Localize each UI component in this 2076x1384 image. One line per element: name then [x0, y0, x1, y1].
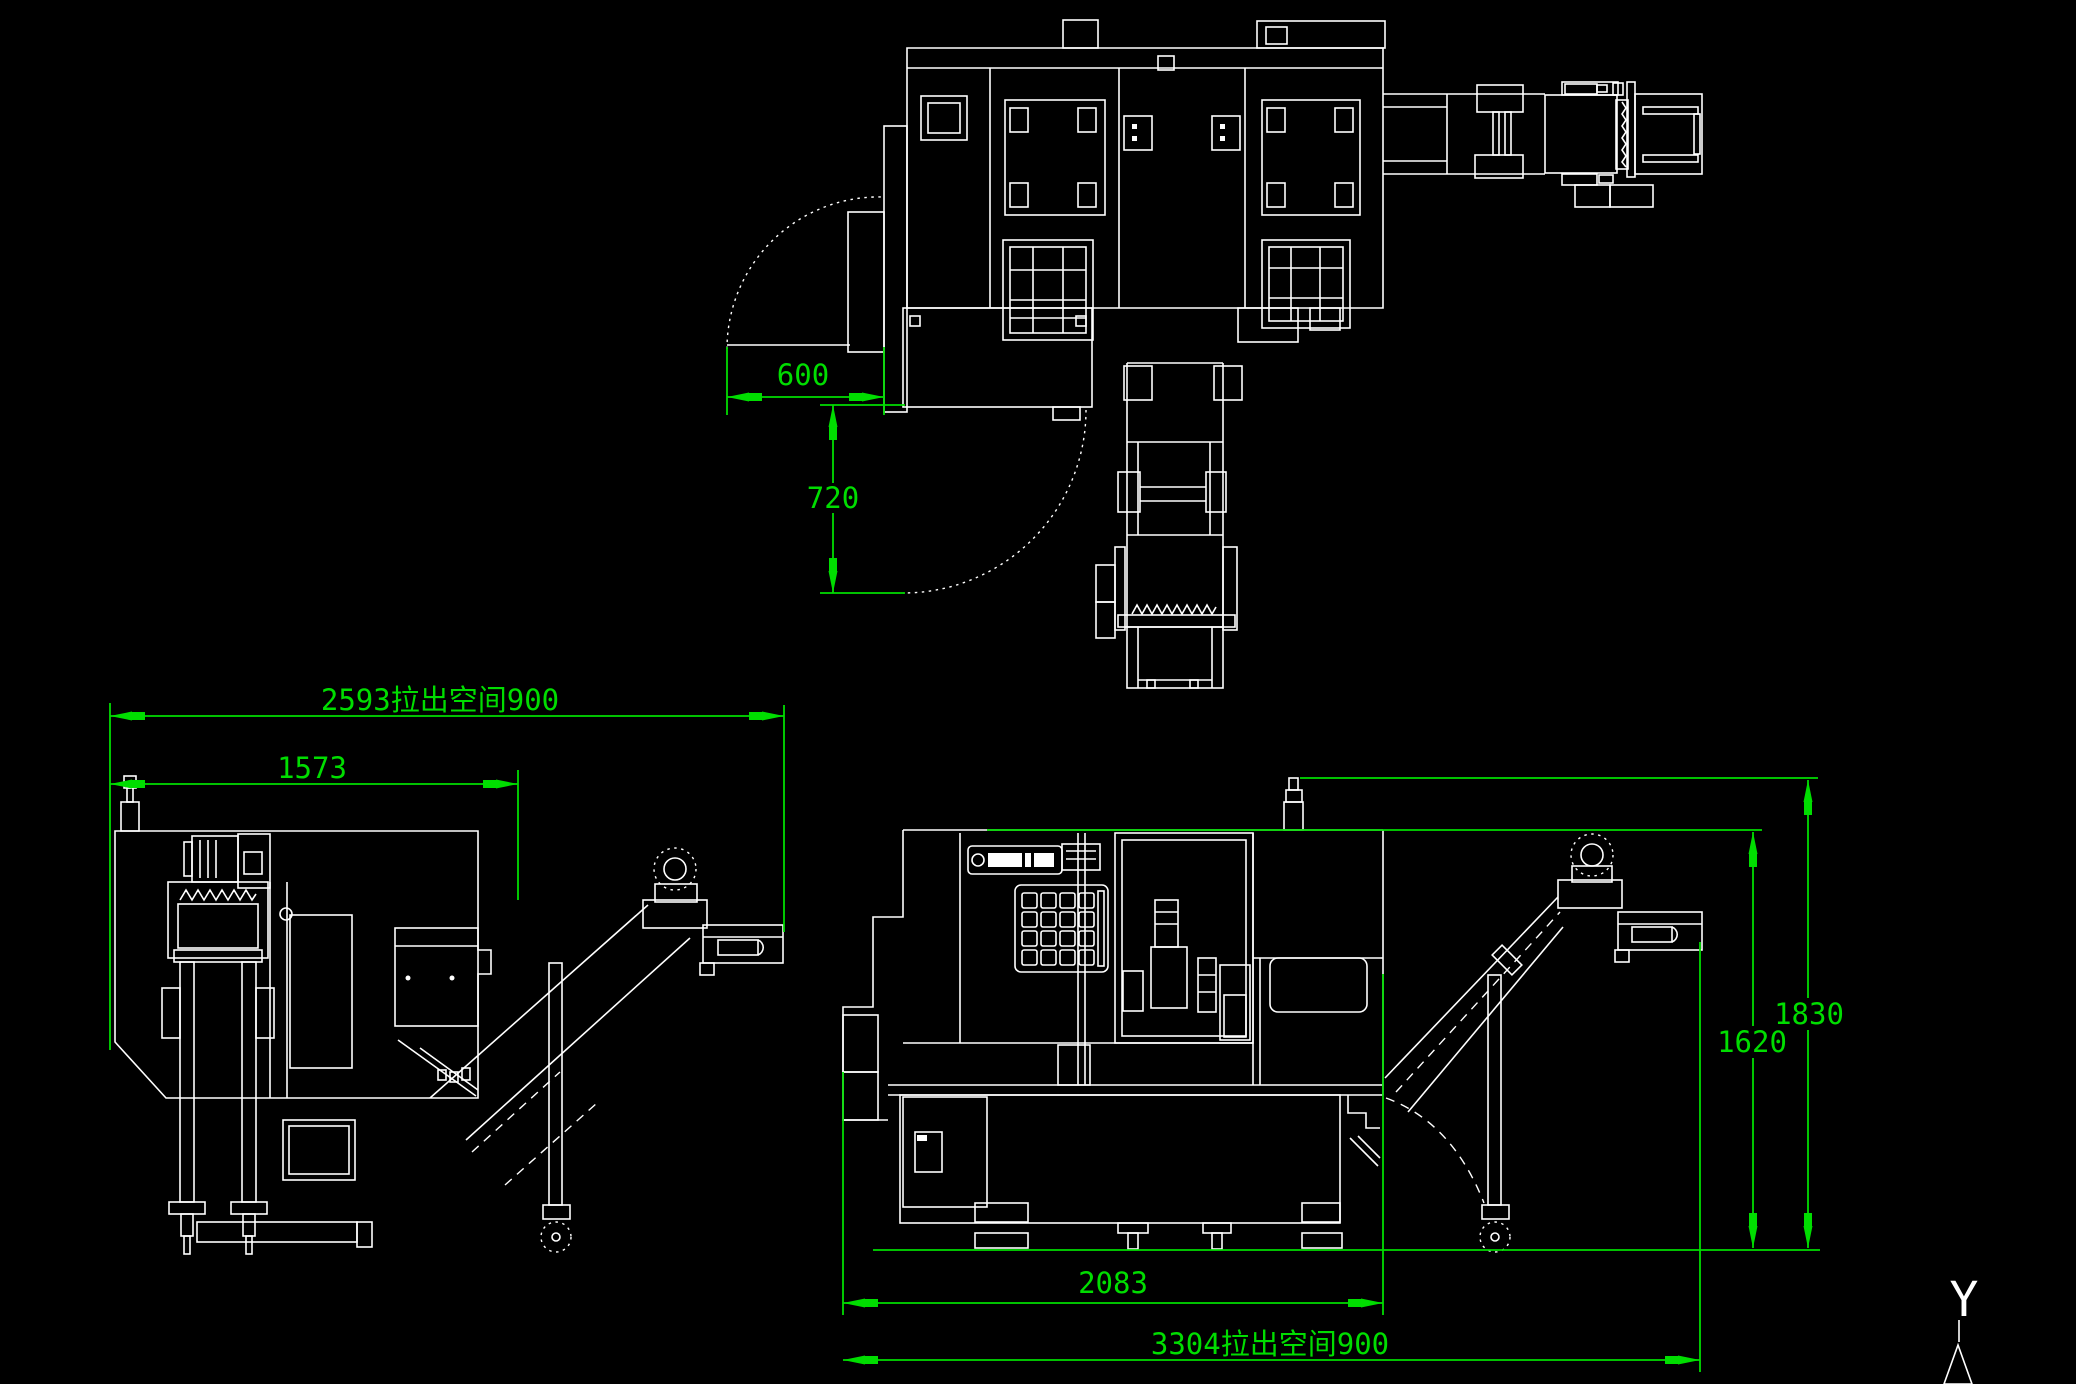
door-swing-arc-600	[726, 196, 885, 350]
y-axis-label: Y	[1950, 1272, 1979, 1328]
plan-view: 600 720	[726, 19, 1703, 689]
discharge-spout	[1617, 911, 1703, 951]
brand-logo-plate	[967, 843, 1101, 875]
plan-chip-conveyor	[1095, 362, 1238, 689]
front-view: 2083 3304拉出空间900 1620 1830	[842, 777, 1844, 1372]
plan-bar-feeder-arm	[1383, 81, 1703, 208]
chip-cart	[1126, 626, 1224, 689]
electrical-panel	[394, 927, 479, 1027]
dimension-label-2083: 2083	[1078, 1266, 1148, 1300]
door-window	[1114, 832, 1254, 1044]
dimension-label-2593: 2593拉出空间900	[321, 683, 559, 717]
dimension-2593: 2593拉出空间900	[109, 683, 785, 1050]
dimension-3304: 3304拉出空间900	[843, 942, 1701, 1372]
conveyor-motor	[653, 847, 697, 891]
y-axis-indicator: Y	[1943, 1272, 1979, 1384]
dimension-1573: 1573	[110, 751, 519, 900]
control-keypad	[1014, 884, 1109, 973]
recessed-panel	[1269, 957, 1368, 1013]
side-chip-conveyor	[429, 847, 784, 1253]
front-machine-body	[842, 777, 1384, 1250]
plan-machine-body	[727, 19, 1386, 421]
dimension-label-600: 600	[777, 358, 829, 392]
pullout-swing-arc	[1385, 1097, 1485, 1204]
bar-magazine	[1634, 93, 1703, 175]
conveyor-motor	[1570, 833, 1614, 877]
dimension-1830: 1830	[1300, 777, 1844, 1248]
open-door-leaf	[847, 211, 885, 353]
dimension-label-3304: 3304拉出空间900	[1151, 1327, 1389, 1361]
side-machine-body	[114, 775, 492, 1255]
dimension-1620: 1620	[987, 829, 1787, 1248]
dimension-label-720: 720	[807, 481, 859, 515]
dimension-600: 600	[726, 347, 885, 415]
caster-wheel	[540, 1221, 572, 1253]
discharge-spout	[702, 924, 784, 964]
dimension-720: 720	[807, 404, 905, 594]
dimension-2083: 2083	[842, 974, 1384, 1315]
dimension-label-1620: 1620	[1717, 1025, 1787, 1059]
dimension-label-1830: 1830	[1774, 997, 1844, 1031]
y-axis-arrow-icon	[1943, 1342, 1973, 1384]
door-swing-arc-720	[902, 409, 1087, 594]
caster-wheel	[1479, 1221, 1511, 1253]
dimension-label-1573: 1573	[277, 751, 347, 785]
side-view: 2593拉出空间900 1573	[109, 683, 785, 1255]
front-chip-conveyor	[1384, 833, 1703, 1253]
